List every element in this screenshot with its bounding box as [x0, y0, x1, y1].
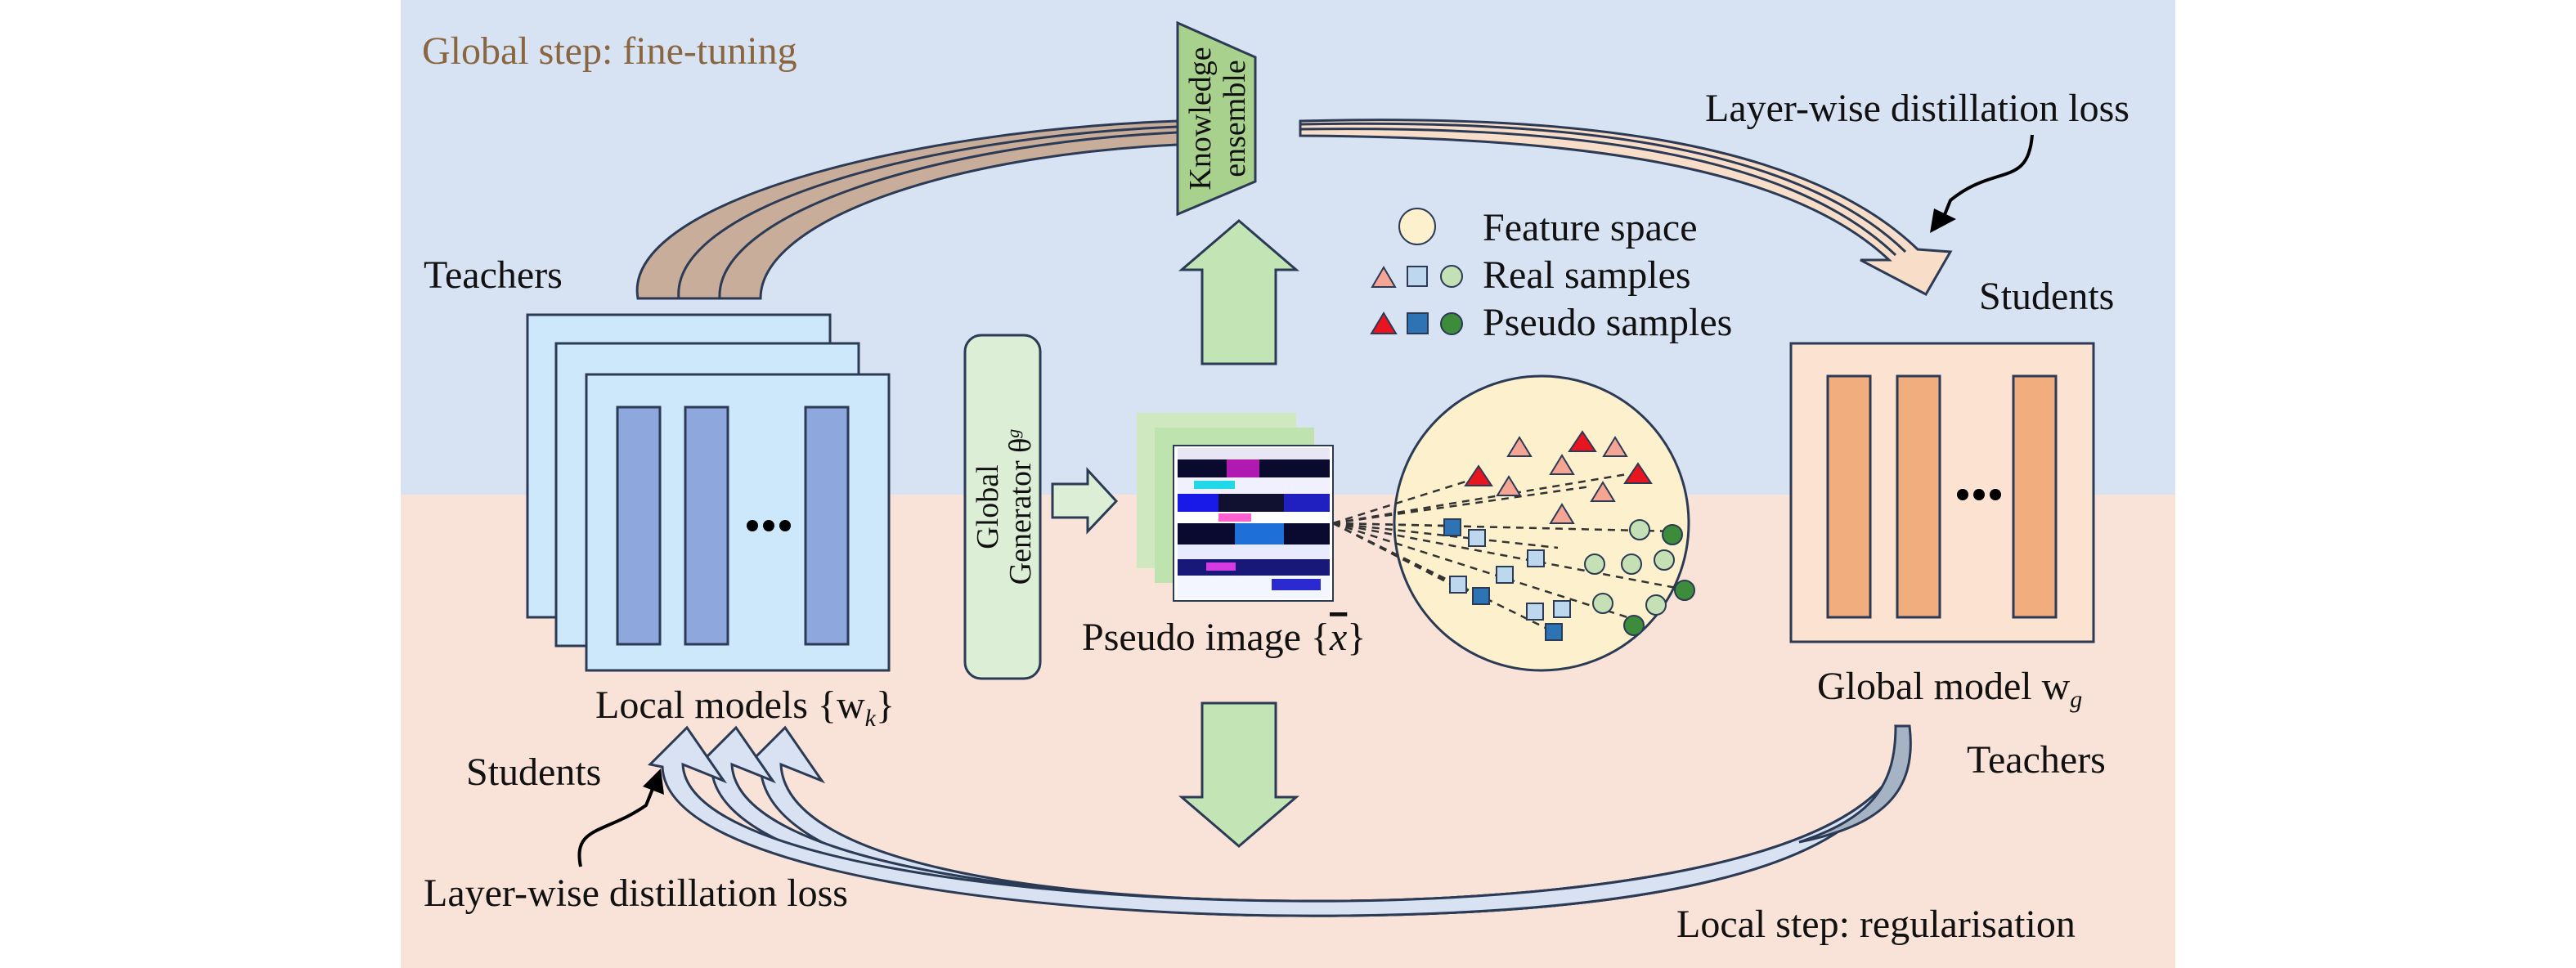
lw-loss-bottom-label: Layer-wise distillation loss [424, 872, 848, 915]
svg-text:Knowledge: Knowledge [1183, 47, 1218, 190]
teachers-right-label: Teachers [1967, 738, 2106, 782]
knowledge-ensemble-label: Knowledge ensemble [1183, 47, 1252, 190]
global-ellipsis-dot [1973, 489, 1985, 500]
pseudo-circle-samples [1623, 524, 1695, 636]
bottom-loss-pointer [577, 784, 656, 867]
svg-text:Global: Global [971, 464, 1005, 549]
teachers-left-label: Teachers [424, 253, 563, 297]
global-to-local-arrows [647, 724, 1912, 917]
legend-real-circle [1440, 265, 1463, 288]
global-generator-label: Global Generator θg [971, 429, 1038, 585]
students-left-label: Students [466, 751, 601, 794]
global-ellipsis-dot [1957, 489, 1968, 500]
local-ellipsis-dot [763, 520, 774, 531]
global-model-layer-3 [2012, 374, 2058, 619]
down-arrow [1178, 701, 1300, 848]
global-model-layer-1 [1826, 374, 1872, 619]
local-models-stack [526, 313, 891, 672]
legend-pseudo-triangle [1370, 311, 1398, 334]
local-models-label: Local models {wk} [595, 683, 895, 732]
legend-real-square [1407, 266, 1428, 287]
real-square-samples [1449, 529, 1571, 621]
bottom-loss-arrowhead [643, 769, 664, 795]
global-model-label: Global model wg [1817, 665, 2082, 713]
real-circle-samples [1584, 519, 1675, 616]
lw-loss-top-label: Layer-wise distillation loss [1705, 87, 2129, 130]
pseudo-square-samples [1443, 518, 1563, 641]
local-ellipsis-dot [779, 520, 791, 531]
pseudo-image [1173, 445, 1334, 602]
local-model-layer-1 [616, 406, 662, 646]
global-model-layer-2 [1896, 374, 1941, 619]
legend-pseudo-samples-label: Pseudo samples [1483, 301, 1732, 344]
global-generator-box [963, 334, 1042, 680]
local-model-layer-3 [804, 406, 850, 646]
global-ellipsis-dot [1990, 489, 2001, 500]
top-loss-pointer [1941, 134, 2034, 222]
ensemble-to-students-arrow [1299, 119, 1953, 296]
legend: Feature space Real samples Pseudo sample… [1370, 206, 1732, 344]
local-ellipsis-dot [747, 520, 758, 531]
svg-text:ensemble: ensemble [1218, 60, 1252, 177]
pseudo-image-label: Pseudo image {x} [1082, 616, 1366, 659]
svg-text:Generator θg: Generator θg [1003, 429, 1038, 585]
legend-real-triangle [1371, 266, 1397, 288]
local-model-layer-2 [684, 406, 729, 646]
students-right-label: Students [1979, 275, 2114, 318]
top-loss-arrowhead [1930, 208, 1956, 233]
pseudo-triangle-samples [1464, 430, 1653, 486]
pseudo-to-feature-lines [1332, 473, 1681, 634]
legend-pseudo-circle [1440, 312, 1463, 335]
global-step-title: Global step: fine-tuning [422, 29, 797, 73]
knowledge-ensemble-box [1176, 20, 1257, 217]
generator-to-image-arrow [1051, 467, 1119, 535]
legend-feature-space-label: Feature space [1483, 206, 1698, 249]
local-step-title: Local step: regularisation [1676, 903, 2076, 946]
legend-real-samples-label: Real samples [1483, 253, 1691, 297]
up-arrow [1178, 219, 1300, 365]
legend-pseudo-square [1407, 312, 1429, 334]
real-triangle-samples [1496, 436, 1628, 524]
legend-feature-space-swatch [1398, 208, 1436, 245]
